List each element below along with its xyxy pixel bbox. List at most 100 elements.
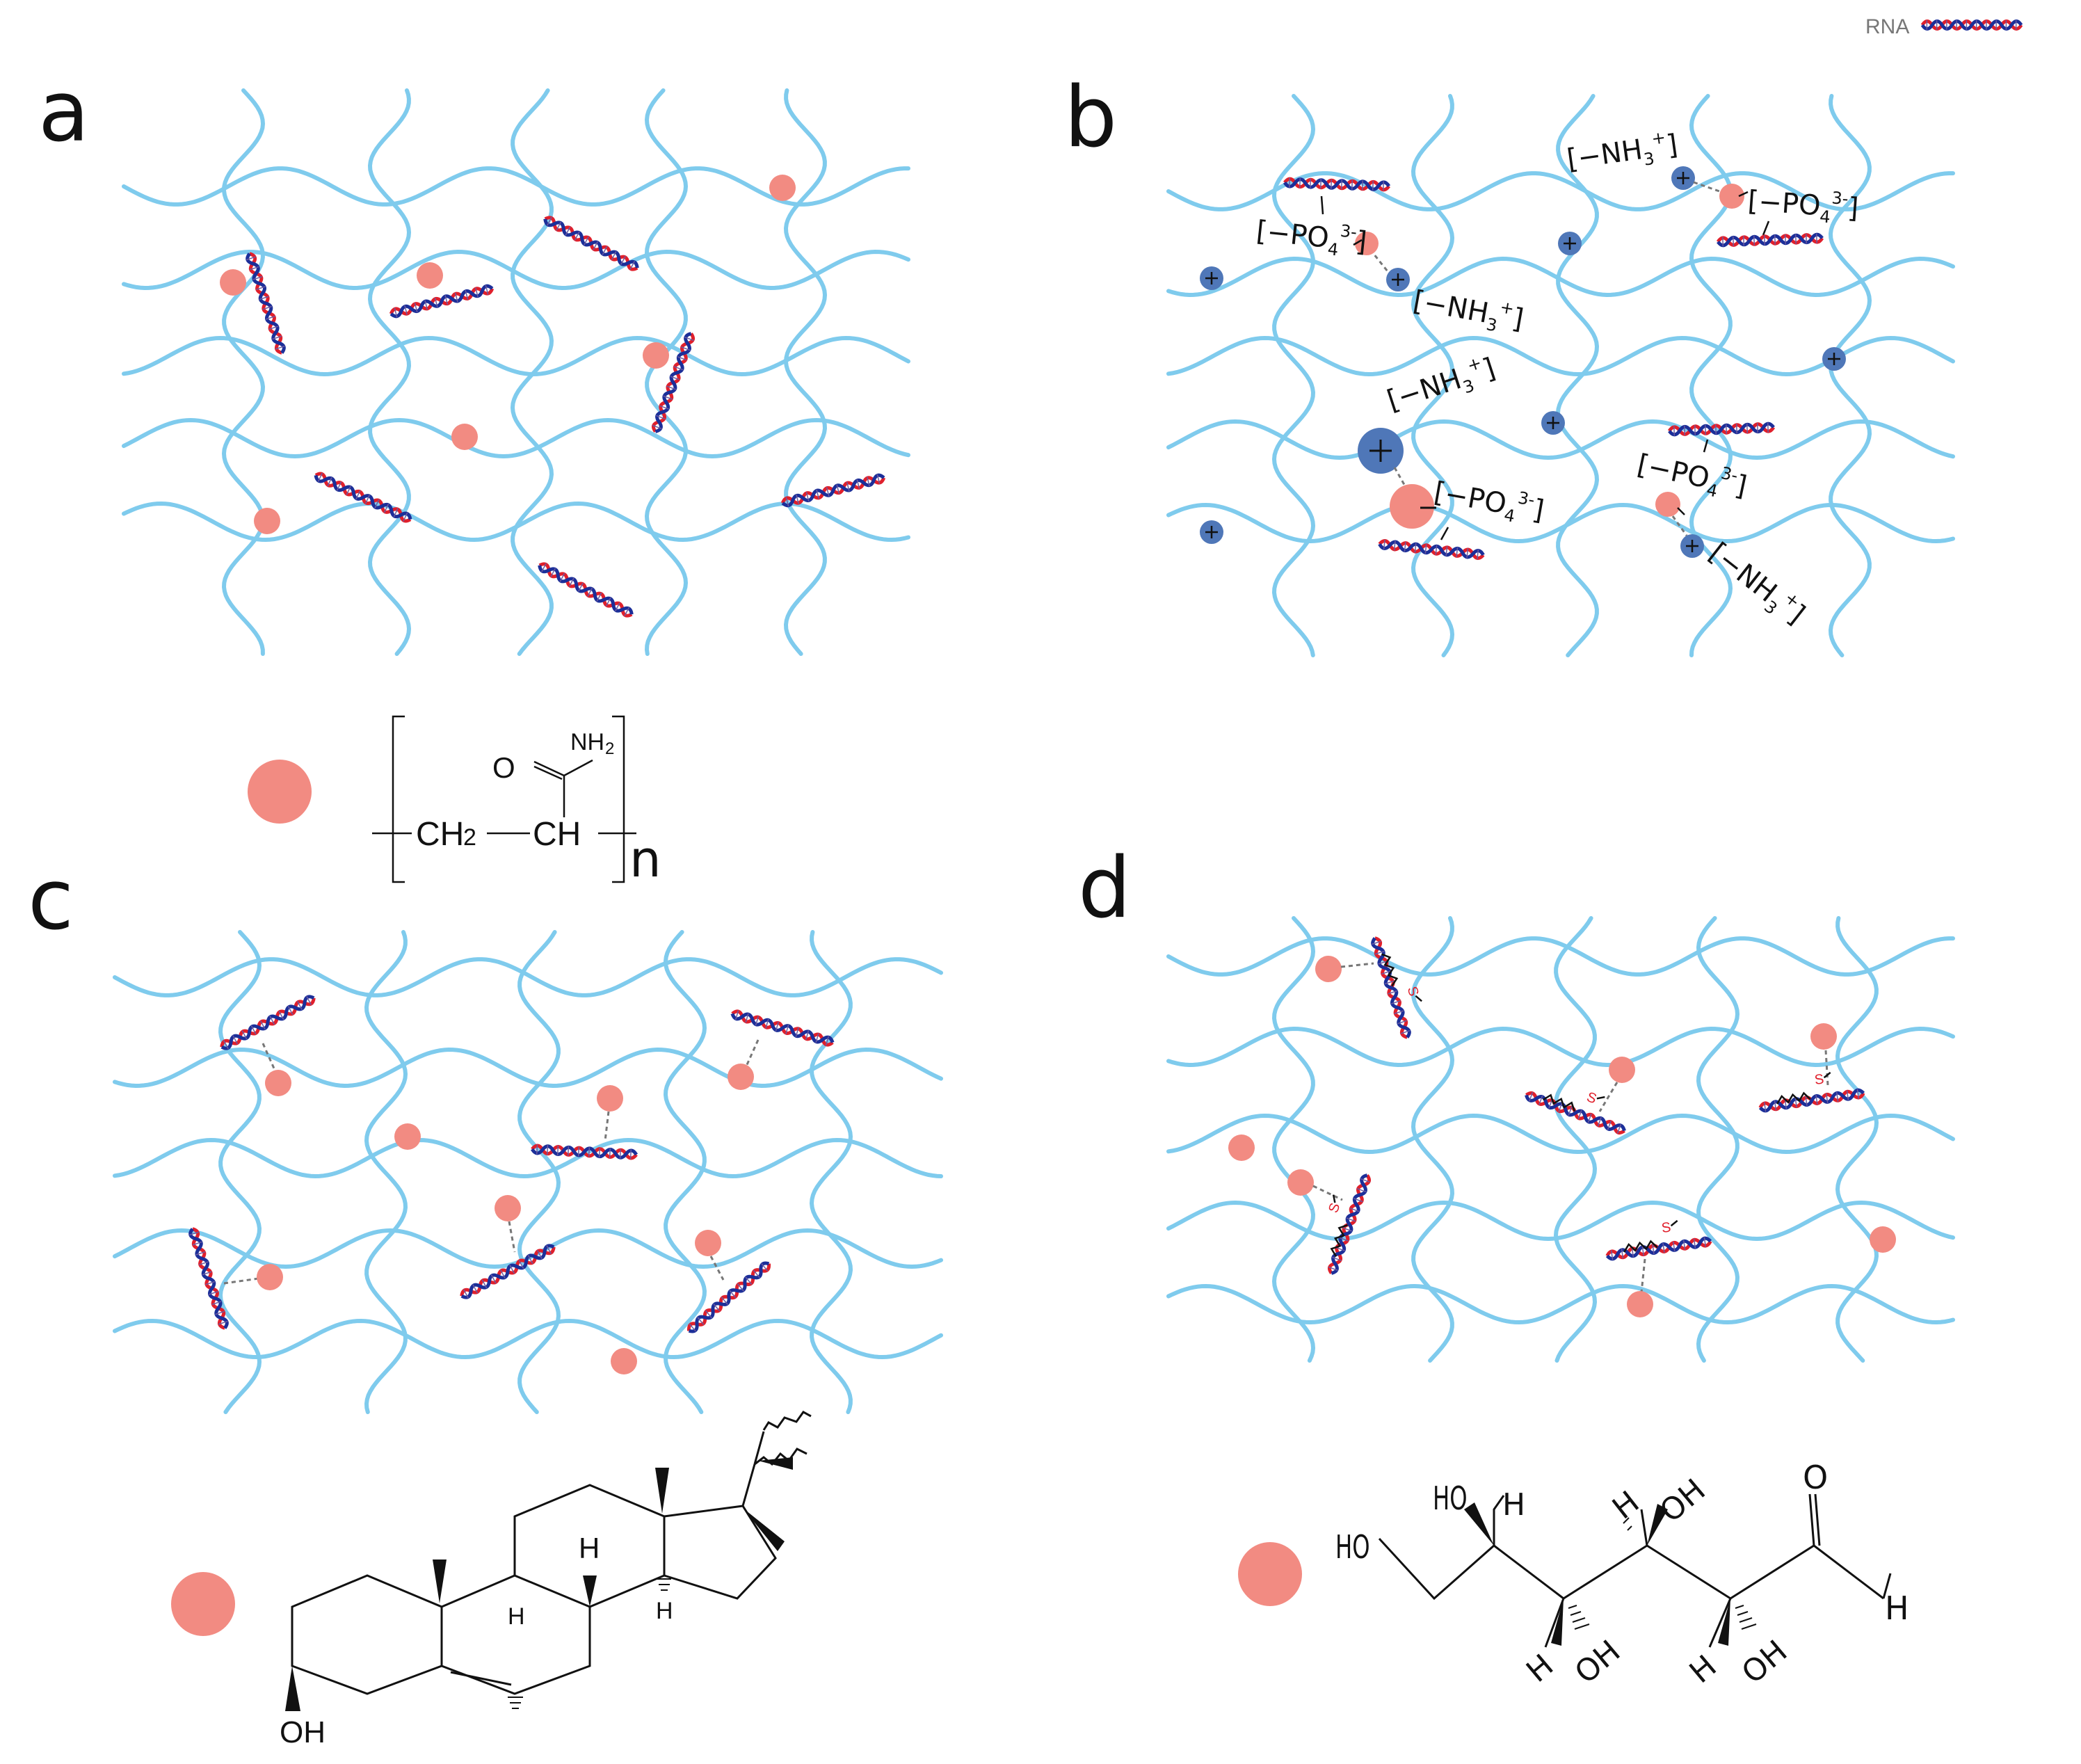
polymer-chain xyxy=(809,930,853,1414)
polymer-chain xyxy=(1166,256,1955,298)
bracket-left xyxy=(392,715,405,883)
ion-complex: [−PO43-] [−NH3+] xyxy=(1634,422,1813,634)
svg-text:[−NH3+]: [−NH3+] xyxy=(1701,534,1813,634)
polymer-chain xyxy=(113,957,943,997)
link xyxy=(1312,1185,1343,1201)
polymer-chain xyxy=(113,1047,943,1089)
crosslinker-dot xyxy=(254,508,280,534)
amine-label: [−NH3+] xyxy=(1564,126,1680,180)
polymer-chain xyxy=(663,930,707,1414)
polymer-chain xyxy=(1696,916,1740,1363)
rna-strand xyxy=(543,215,639,273)
link xyxy=(1703,439,1709,453)
polymer-chain xyxy=(1828,94,1872,657)
svg-text:[−PO43-]: [−PO43-] xyxy=(1746,182,1860,229)
svg-text:[−PO43-]: [−PO43-] xyxy=(1254,212,1369,262)
stereo-wedges xyxy=(285,1457,793,1711)
rna-strand xyxy=(1306,1166,1372,1275)
panel-label-d: d xyxy=(1078,840,1131,937)
polymer-chain xyxy=(364,930,408,1414)
minus-sign xyxy=(1738,191,1749,198)
phosphate-label: [−PO43-] xyxy=(1254,212,1369,262)
cation-dot xyxy=(1679,533,1705,559)
crosslinker-dot xyxy=(1870,1226,1896,1253)
minus-sign xyxy=(1677,507,1685,515)
atom-h: H xyxy=(579,1532,600,1564)
rna-strand xyxy=(1603,1214,1711,1260)
svg-text:[−NH3+]: [−NH3+] xyxy=(1564,126,1680,180)
legend: RNA xyxy=(1865,15,2021,38)
atom-oh: OH xyxy=(280,1715,326,1749)
polymer-chain xyxy=(218,930,262,1414)
structure-d-sugar: HO HO H H OH H OH H OH O H xyxy=(1238,1459,1909,1691)
crosslinker-dot xyxy=(769,175,796,201)
link xyxy=(604,1111,610,1141)
link xyxy=(1320,195,1324,215)
link xyxy=(1640,1258,1646,1293)
crosslinker-legend-dot xyxy=(171,1572,235,1636)
crosslinker-dot xyxy=(1315,956,1342,982)
atom-ho: HO xyxy=(1433,1480,1468,1517)
svg-text:[−NH3+]: [−NH3+] xyxy=(1383,349,1501,421)
atom-ch2-sub: 2 xyxy=(463,824,476,851)
rna-strand xyxy=(1379,539,1484,560)
plus-sign xyxy=(1369,440,1392,462)
ion-complex: [−NH3+] [−PO43-] xyxy=(1358,349,1546,560)
link xyxy=(1440,527,1449,540)
rna-strand xyxy=(1285,177,1389,191)
polymer-chain xyxy=(1271,94,1316,657)
atom-oh: OH xyxy=(1653,1472,1712,1530)
atom-oh: OH xyxy=(1735,1633,1794,1691)
link xyxy=(508,1221,516,1253)
polymer-chain xyxy=(644,88,689,656)
atom-h: H xyxy=(656,1598,673,1624)
link xyxy=(1340,962,1374,968)
rna-strand xyxy=(782,473,885,508)
anion-dot xyxy=(1355,232,1379,255)
crosslinker-dot xyxy=(728,1064,754,1090)
crosslinker-dot xyxy=(1810,1023,1837,1050)
structure-c-cholesterol: H H H OH xyxy=(171,1411,812,1749)
anion-dot xyxy=(1655,492,1680,517)
link xyxy=(744,1039,760,1068)
hydrogel-network-c xyxy=(113,930,943,1414)
polymer-chain xyxy=(1555,94,1600,657)
cation-dot xyxy=(1821,346,1847,372)
panel-label-a: a xyxy=(38,64,90,161)
atom-h: H xyxy=(1885,1589,1909,1627)
atom-o: O xyxy=(492,751,515,784)
crosslinker-dot xyxy=(695,1230,721,1256)
link xyxy=(709,1256,725,1281)
crosslinker-dot xyxy=(257,1264,283,1290)
hydrogel-network-a xyxy=(122,88,910,656)
polymer-chain xyxy=(1166,1026,1955,1068)
atom-nh2-sub: 2 xyxy=(605,739,614,758)
rna-strand xyxy=(1718,233,1822,246)
crosslinker-dot xyxy=(220,269,246,296)
sterol-skeleton xyxy=(291,1411,812,1695)
rna-strand xyxy=(1756,1066,1864,1112)
cation-dot xyxy=(1198,519,1225,545)
crosslinker-dot xyxy=(1609,1057,1635,1083)
polymer-chain xyxy=(510,88,554,656)
polymer-chain xyxy=(1411,94,1455,657)
crosslinker-dot xyxy=(394,1123,421,1150)
hydrogel-network-d xyxy=(1166,916,1955,1363)
link xyxy=(262,1043,278,1075)
ion-complex: [−NH3+] [−PO43-] xyxy=(1564,126,1860,247)
repeat-n: n xyxy=(629,830,661,888)
polymer-chain xyxy=(1166,502,1955,544)
rna-helix-icon xyxy=(1922,20,2022,30)
polymer-chain xyxy=(221,88,266,656)
link xyxy=(1762,220,1770,236)
panel-d-content xyxy=(1228,930,1896,1317)
rna-strand xyxy=(390,284,494,319)
atom-h: H xyxy=(1606,1484,1646,1527)
atom-ch: CH xyxy=(533,816,581,853)
atom-h: H xyxy=(508,1603,525,1630)
crosslinker-dot xyxy=(597,1085,623,1112)
structure-a-polyacrylamide: O NH 2 CH 2 CH n xyxy=(248,715,661,888)
link xyxy=(223,1277,259,1285)
atom-o: O xyxy=(1803,1459,1828,1496)
